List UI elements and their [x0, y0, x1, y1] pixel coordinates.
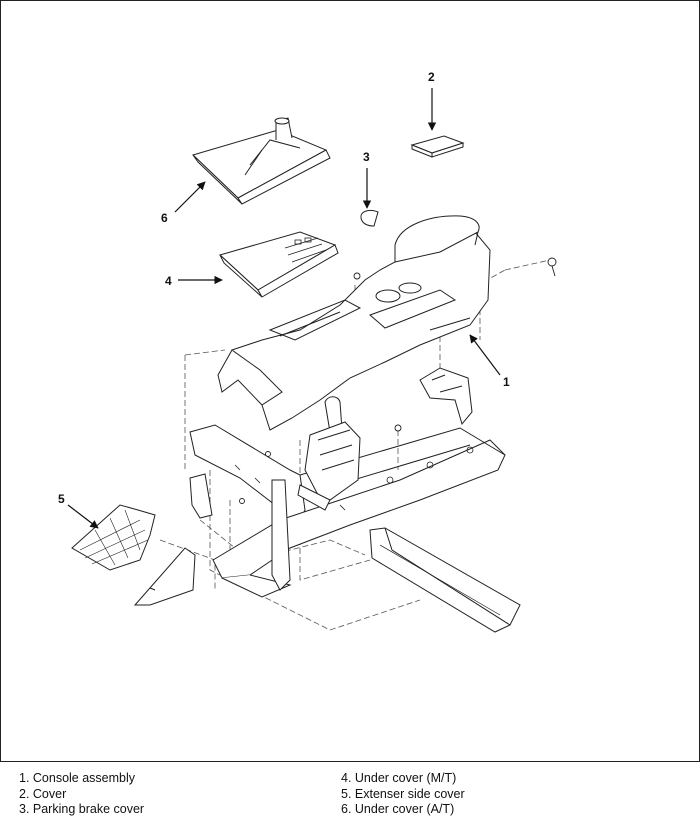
legend-item: 6. Under cover (A/T) [341, 802, 455, 816]
callout-label-6: 6 [161, 211, 168, 225]
under-cover-at [192, 117, 331, 205]
callout-label-3: 3 [363, 150, 370, 164]
side-bracket [189, 473, 213, 519]
parts-legend-left: 1. Console assembly 2. Cover 3. Parking … [19, 771, 144, 818]
under-cover-mt [219, 231, 339, 298]
callout-label-5: 5 [58, 492, 65, 506]
screw-fasteners [239, 257, 557, 504]
callout-label-2: 2 [428, 70, 435, 84]
diagram-frame [0, 0, 700, 762]
legend-item: 5. Extenser side cover [341, 786, 465, 801]
extenser-side-cover [71, 504, 156, 571]
legend-item: 1. Console assembly [19, 771, 136, 785]
lower-rail [369, 527, 521, 633]
callout-label-1: 1 [503, 375, 510, 389]
callout-label-4: 4 [165, 274, 172, 288]
parking-brake-cover [360, 209, 379, 227]
legend-item: 4. Under cover (M/T) [341, 771, 457, 785]
legend-item: 3. Parking brake cover [19, 802, 145, 816]
leader-arrows [67, 88, 501, 529]
legend-item: 2. Cover [19, 786, 67, 801]
parts-legend-right: 4. Under cover (M/T) 5. Extenser side co… [341, 771, 465, 818]
cover-part [410, 135, 465, 158]
console-bracket [419, 367, 473, 426]
console-assembly [217, 215, 491, 431]
exploded-parts-diagram: 2 3 6 4 1 5 [58, 70, 557, 633]
side-trim-panel [133, 547, 196, 606]
floor-frame [189, 424, 506, 598]
shift-lever-mechanism [297, 396, 361, 511]
